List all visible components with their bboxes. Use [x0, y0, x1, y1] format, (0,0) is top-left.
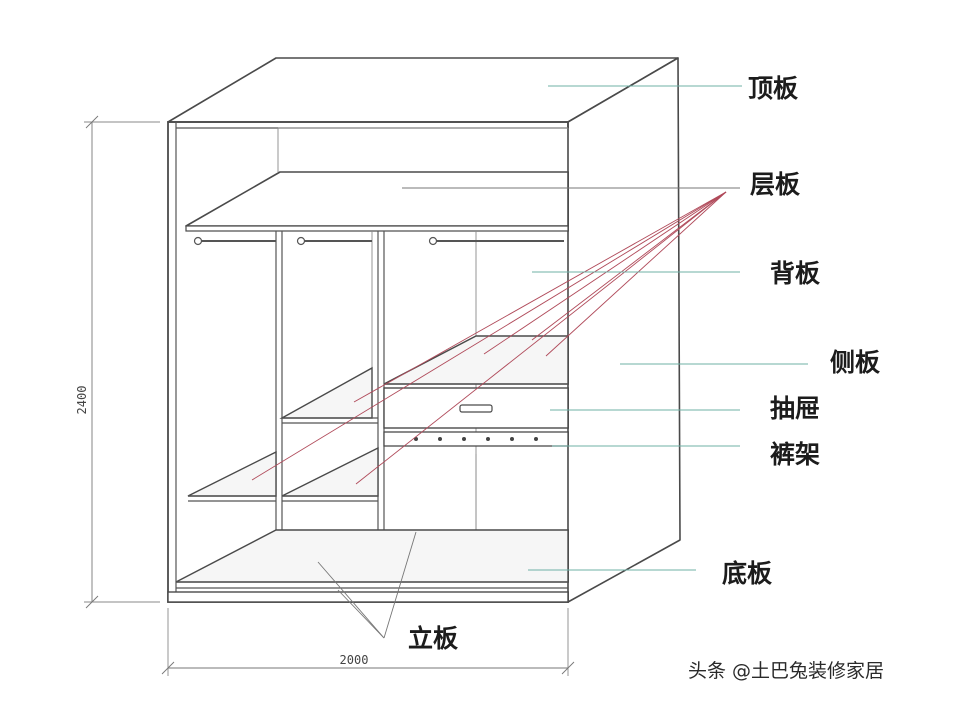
label-side-panel: 侧板	[830, 348, 880, 377]
label-top-panel: 顶板	[748, 74, 798, 103]
rod-bracket-icon	[428, 236, 438, 246]
label-pants-rack: 裤架	[770, 440, 820, 469]
cabinet-body	[167, 57, 681, 603]
bottom-panel	[167, 529, 569, 603]
label-shelf: 层板	[750, 170, 800, 199]
right-side-panel-shape	[567, 57, 681, 603]
watermark-text: 头条 @土巴兔装修家居	[688, 660, 885, 682]
pants-rack-shape	[383, 431, 569, 447]
label-bottom-panel: 底板	[722, 559, 772, 588]
upper-shelf-top	[185, 171, 569, 227]
left-shelves	[187, 366, 379, 502]
label-back-panel: 背板	[770, 259, 820, 288]
pants-rack-hooks	[414, 437, 538, 441]
leader-lines	[251, 85, 808, 639]
base-plinth	[167, 591, 569, 603]
label-drawer: 抽屉	[770, 394, 820, 423]
hanging-rods	[193, 236, 564, 246]
drawer-handle-icon	[459, 404, 493, 413]
rod-bracket-icon	[193, 236, 203, 246]
rod-bracket-icon	[296, 236, 306, 246]
label-vertical-panel: 立板	[408, 624, 458, 653]
upper-shelf	[185, 171, 569, 232]
part-labels: 顶板 层板 背板 侧板 抽屉 裤架 底板 立板	[408, 74, 880, 653]
upper-shelf-front	[185, 225, 569, 232]
width-dimension: 2000	[340, 653, 369, 667]
height-dimension: 2400	[75, 386, 89, 415]
dimension-lines: 2400 2000	[75, 115, 575, 676]
right-column	[383, 335, 569, 531]
